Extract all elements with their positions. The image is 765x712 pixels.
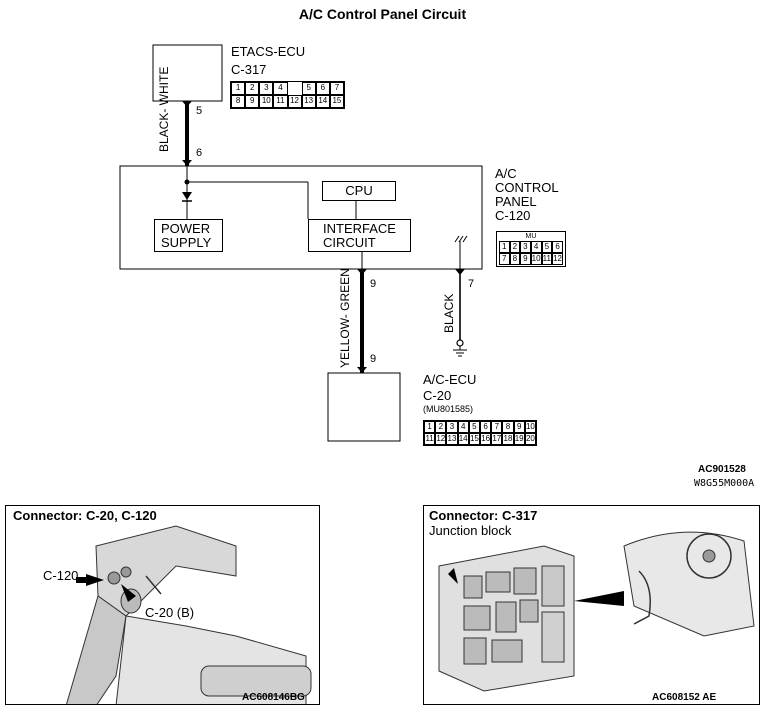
photo-left-ref: AC608146BG bbox=[242, 692, 305, 703]
pin-arrow-panel-top bbox=[182, 160, 192, 166]
callout-c-120: C-120 bbox=[43, 568, 79, 583]
diagram-ref-id: AC901528 bbox=[698, 464, 746, 475]
power-supply-block: POWER SUPPLY bbox=[154, 219, 223, 252]
diode-icon bbox=[182, 192, 192, 200]
connector-photo-left: Connector: C-20, C-120 C-120 C-20 (B) AC… bbox=[5, 505, 320, 705]
photo-right-heading: Connector: C-317 bbox=[429, 508, 538, 523]
wire-color-yellow-green: YELLOW- GREEN bbox=[338, 268, 352, 368]
ac-ecu-box bbox=[327, 372, 401, 442]
photo-right-subheading: Junction block bbox=[429, 523, 512, 538]
interface-circuit-block: INTERFACE CIRCUIT bbox=[308, 219, 411, 252]
etacs-connector-id: C-317 bbox=[231, 62, 267, 77]
ac-ecu-name: A/C-ECU bbox=[423, 372, 477, 387]
photo-left-heading: Connector: C-20, C-120 bbox=[13, 508, 157, 523]
panel-name: A/C CONTROL PANEL C-120 bbox=[495, 166, 559, 223]
callout-c-20: C-20 (B) bbox=[145, 605, 195, 620]
pin-panel-6: 6 bbox=[196, 147, 203, 159]
pin-etacs-5: 5 bbox=[196, 105, 203, 117]
wire-color-black: BLACK bbox=[442, 293, 456, 333]
photo-right-ref: AC608152 AE bbox=[652, 692, 717, 703]
diagram-ref-code: W8G55M000A bbox=[694, 478, 755, 489]
wire-color-black-white: BLACK- WHITE bbox=[157, 66, 171, 152]
ac-ecu-connector-id: C-20 bbox=[423, 388, 452, 403]
cpu-block: CPU bbox=[322, 181, 396, 201]
pin-arrow-etacs bbox=[182, 101, 192, 107]
pin-panel-9: 9 bbox=[370, 278, 377, 290]
control-panel-outline bbox=[119, 165, 483, 270]
ac-ecu-part-number: (MU801585) bbox=[423, 404, 474, 414]
console-photo-illustration bbox=[66, 525, 312, 704]
pin-panel-7: 7 bbox=[468, 278, 475, 290]
diagram-title: A/C Control Panel Circuit bbox=[298, 6, 467, 22]
junction-block-photo-illustration bbox=[438, 531, 755, 692]
etacs-ecu-name: ETACS-ECU bbox=[231, 44, 306, 59]
etacs-ecu-box bbox=[152, 44, 223, 102]
pin-ac-ecu-9: 9 bbox=[370, 353, 377, 365]
connector-photo-right: Connector: C-317 Junction block AC608152… bbox=[423, 505, 760, 705]
panel-connector-id: C-120 bbox=[495, 208, 531, 223]
